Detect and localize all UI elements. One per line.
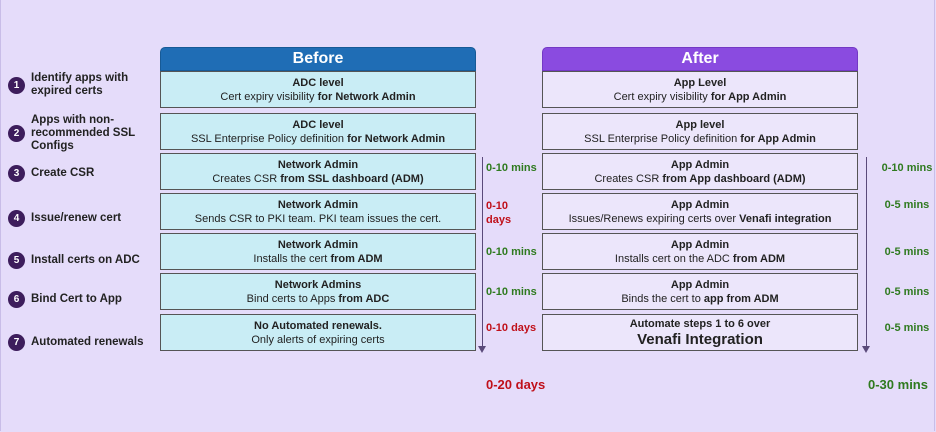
cell-title: No Automated renewals. (254, 319, 382, 332)
cell-text: Cert expiry visibility (613, 90, 711, 103)
cell-text: Only alerts of expiring certs (251, 333, 385, 346)
cell-title: Network Admin (277, 198, 359, 211)
before-header: Before (160, 47, 476, 71)
step-5: 5 Install certs on ADC (8, 252, 149, 269)
after-time-install: 0-5 mins (884, 246, 930, 258)
cell-title: Automate steps 1 to 6 over (629, 317, 771, 330)
after-row-4: App Admin Issues/Renews expiring certs o… (542, 193, 858, 230)
cell-bold-text: for Network Admin (317, 90, 416, 103)
after-time-bind: 0-5 mins (884, 286, 930, 298)
before-row-6: Network Admins Bind certs to Apps from A… (160, 273, 476, 310)
step-number: 3 (8, 165, 25, 182)
cell-bold-text: from SSL dashboard (ADM) (280, 172, 424, 185)
step-label: Bind Cert to App (31, 293, 122, 305)
after-row-1: App Level Cert expiry visibility for App… (542, 71, 858, 108)
cell-bold-text: Venafi integration (739, 212, 832, 225)
cell-title: App Admin (670, 198, 730, 211)
before-timeline-line (482, 157, 483, 347)
cell-text: Creates CSR (594, 172, 663, 185)
before-row-2: ADC level SSL Enterprise Policy definiti… (160, 113, 476, 150)
cell-title: ADC level (292, 118, 344, 131)
cell-title: ADC level (292, 76, 344, 89)
step-label: Identify apps with expired certs (31, 72, 129, 97)
after-time-issue: 0-5 mins (884, 199, 930, 211)
after-header: After (542, 47, 858, 71)
step-number: 7 (8, 334, 25, 351)
before-row-4: Network Admin Sends CSR to PKI team. PKI… (160, 193, 476, 230)
after-row-5: App Admin Installs cert on the ADC from … (542, 233, 858, 270)
before-time-csr: 0-10 mins (486, 162, 537, 174)
cell-title: App Level (673, 76, 727, 89)
step-label: Automated renewals (31, 336, 144, 348)
cell-text: SSL Enterprise Policy definition (584, 132, 741, 145)
cell-title: Network Admin (277, 158, 359, 171)
cell-title: App Admin (670, 278, 730, 291)
after-row-3: App Admin Creates CSR from App dashboard… (542, 153, 858, 190)
cell-bold-text: for App Admin (710, 90, 787, 103)
cell-text: Issues/Renews expiring certs over (568, 212, 740, 225)
before-timeline-arrowhead (478, 346, 486, 353)
before-row-7: No Automated renewals. Only alerts of ex… (160, 314, 476, 351)
step-number: 6 (8, 291, 25, 308)
step-number: 4 (8, 210, 25, 227)
cell-big-text: Venafi Integration (637, 330, 763, 348)
cell-bold-text: app from ADM (703, 292, 779, 305)
cell-bold-text: from ADM (732, 252, 786, 265)
step-1: 1 Identify apps with expired certs (8, 72, 149, 98)
before-time-issue: 0-10 days (486, 200, 512, 226)
after-time-renewal: 0-5 mins (884, 322, 930, 334)
cell-title: App Admin (670, 158, 730, 171)
cell-title: Network Admins (274, 278, 362, 291)
step-number: 2 (8, 125, 25, 142)
cell-bold-text: from ADC (338, 292, 390, 305)
after-row-7: Automate steps 1 to 6 over Venafi Integr… (542, 314, 858, 351)
cell-title: App level (675, 118, 725, 131)
after-row-6: App Admin Binds the cert to app from ADM (542, 273, 858, 310)
before-time-renewal: 0-10 days (486, 322, 537, 334)
step-2: 2 Apps with non-recommended SSL Configs (8, 114, 149, 153)
before-total: 0-20 days (486, 377, 546, 392)
step-3: 3 Create CSR (8, 165, 149, 182)
step-6: 6 Bind Cert to App (8, 291, 149, 308)
step-number: 1 (8, 76, 25, 94)
before-row-1: ADC level Cert expiry visibility for Net… (160, 71, 476, 108)
cell-bold-text: for Network Admin (347, 132, 446, 145)
cell-text: Sends CSR to PKI team. PKI team issues t… (194, 212, 442, 225)
after-timeline-line (866, 157, 867, 347)
step-label: Install certs on ADC (31, 254, 140, 266)
after-row-2: App level SSL Enterprise Policy definiti… (542, 113, 858, 150)
before-time-bind: 0-10 mins (486, 286, 537, 298)
cell-text: Installs cert on the ADC (614, 252, 733, 265)
cell-text: Installs the cert (253, 252, 331, 265)
cell-title: App Admin (670, 238, 730, 251)
step-label: Issue/renew cert (31, 212, 122, 224)
after-time-csr: 0-10 mins (881, 162, 933, 174)
after-timeline-arrowhead (862, 346, 870, 353)
step-label: Apps with non-recommended SSL Configs (31, 114, 135, 152)
cell-text: Bind certs to Apps (246, 292, 339, 305)
cell-text: SSL Enterprise Policy definition (190, 132, 348, 145)
step-4: 4 Issue/renew cert (8, 210, 149, 227)
before-time-install: 0-10 mins (486, 246, 537, 258)
step-7: 7 Automated renewals (8, 334, 149, 351)
step-number: 5 (8, 252, 25, 269)
cell-bold-text: from App dashboard (ADM) (662, 172, 806, 185)
cell-bold-text: for App Admin (740, 132, 816, 145)
after-total: 0-30 mins (868, 377, 928, 392)
cell-bold-text: from ADM (330, 252, 383, 265)
before-row-3: Network Admin Creates CSR from SSL dashb… (160, 153, 476, 190)
before-row-5: Network Admin Installs the cert from ADM (160, 233, 476, 270)
step-label: Create CSR (31, 167, 95, 179)
cell-text: Cert expiry visibility (220, 90, 318, 103)
cell-text: Creates CSR (212, 172, 281, 185)
cell-text: Binds the cert to (621, 292, 704, 305)
cell-title: Network Admin (277, 238, 359, 251)
